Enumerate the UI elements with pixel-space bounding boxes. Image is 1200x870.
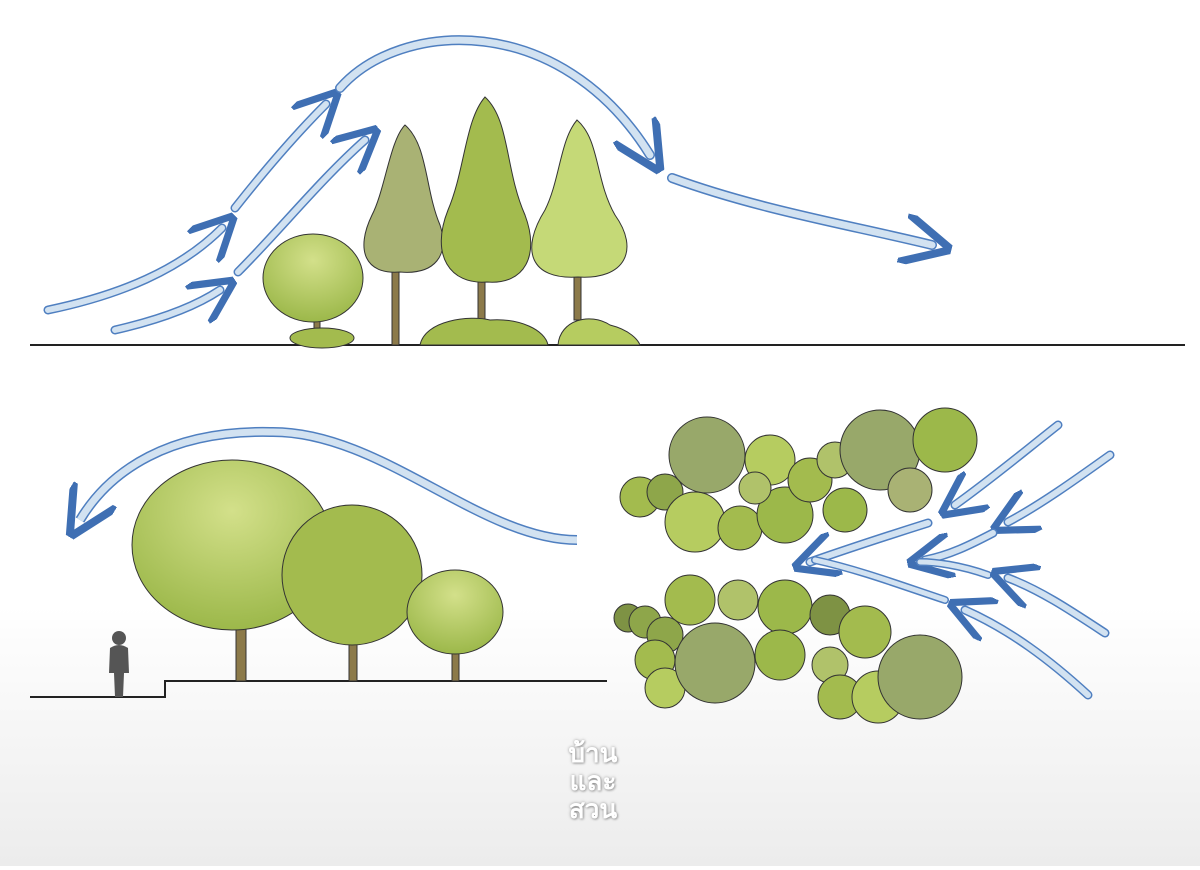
- wind-arrow: [1008, 578, 1110, 638]
- shrub-tree: [262, 233, 364, 349]
- wind-arrow: [925, 528, 998, 560]
- wind-arrow: [43, 228, 222, 315]
- tree-canopies-lower-row: [613, 574, 963, 724]
- wind-arrow: [1008, 450, 1115, 522]
- bottom-right-plan-view: [613, 407, 1115, 724]
- wind-arrow: [811, 556, 949, 604]
- logo-line: บ้าน: [568, 739, 618, 769]
- wind-arrow: [965, 610, 1093, 700]
- conifer-tree: [363, 124, 444, 346]
- wind-arrow: [955, 420, 1063, 505]
- trees-top: [262, 96, 641, 349]
- conifer-tree: [440, 96, 532, 329]
- shrub: [557, 318, 641, 346]
- conifer-tree: [531, 119, 628, 321]
- bottom-left-elevation: [30, 426, 607, 698]
- wind-arrow: [230, 104, 326, 213]
- shrub: [419, 317, 549, 346]
- medium-tree: [281, 504, 423, 682]
- person-silhouette: [109, 631, 129, 697]
- wind-arrow: [667, 173, 932, 245]
- wind-arrow-over-canopy: [80, 426, 578, 545]
- wind-arrow: [233, 140, 365, 277]
- wind-arrow-over-trees: [335, 35, 650, 155]
- logo-line: และ: [569, 767, 617, 797]
- top-section-elevation: [30, 35, 1185, 349]
- tree-canopies-upper-row: [619, 407, 978, 553]
- logo-line: สวน: [568, 795, 618, 825]
- ground-line-stepped: [30, 680, 607, 698]
- publisher-logo: บ้าน และ สวน: [548, 740, 638, 824]
- wind-arrow: [110, 290, 220, 335]
- trees-bottom-left: [131, 459, 504, 682]
- wind-arrows-plan: [810, 420, 1115, 700]
- small-tree: [406, 569, 504, 682]
- wind-arrow: [810, 518, 933, 562]
- wind-arrows-top: [43, 35, 932, 335]
- wind-arrow: [916, 558, 992, 579]
